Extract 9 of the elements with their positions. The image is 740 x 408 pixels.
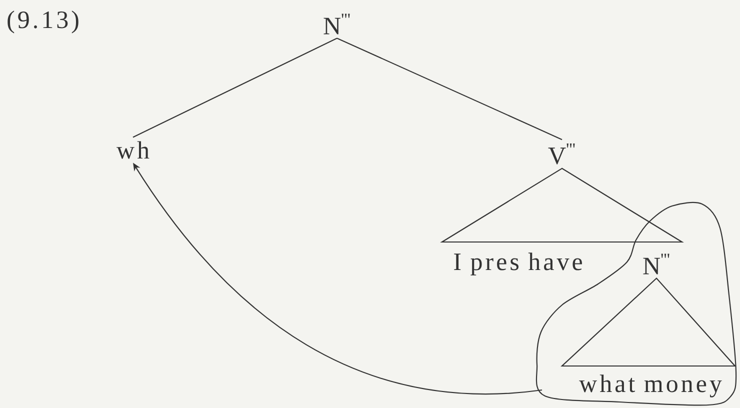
example-number: (9.13) [8, 10, 78, 34]
tree-label: I pres have [454, 252, 582, 276]
tree-branch [336, 38, 562, 140]
tree-label: V$^{'''}$ [548, 144, 575, 164]
tree-label: N$^{'''}$ [324, 14, 350, 34]
tree-branch [132, 38, 338, 138]
tree-label: N$^{'''}$ [643, 254, 670, 274]
tree-label: what money [579, 374, 722, 398]
tree-label: wh [116, 141, 150, 159]
